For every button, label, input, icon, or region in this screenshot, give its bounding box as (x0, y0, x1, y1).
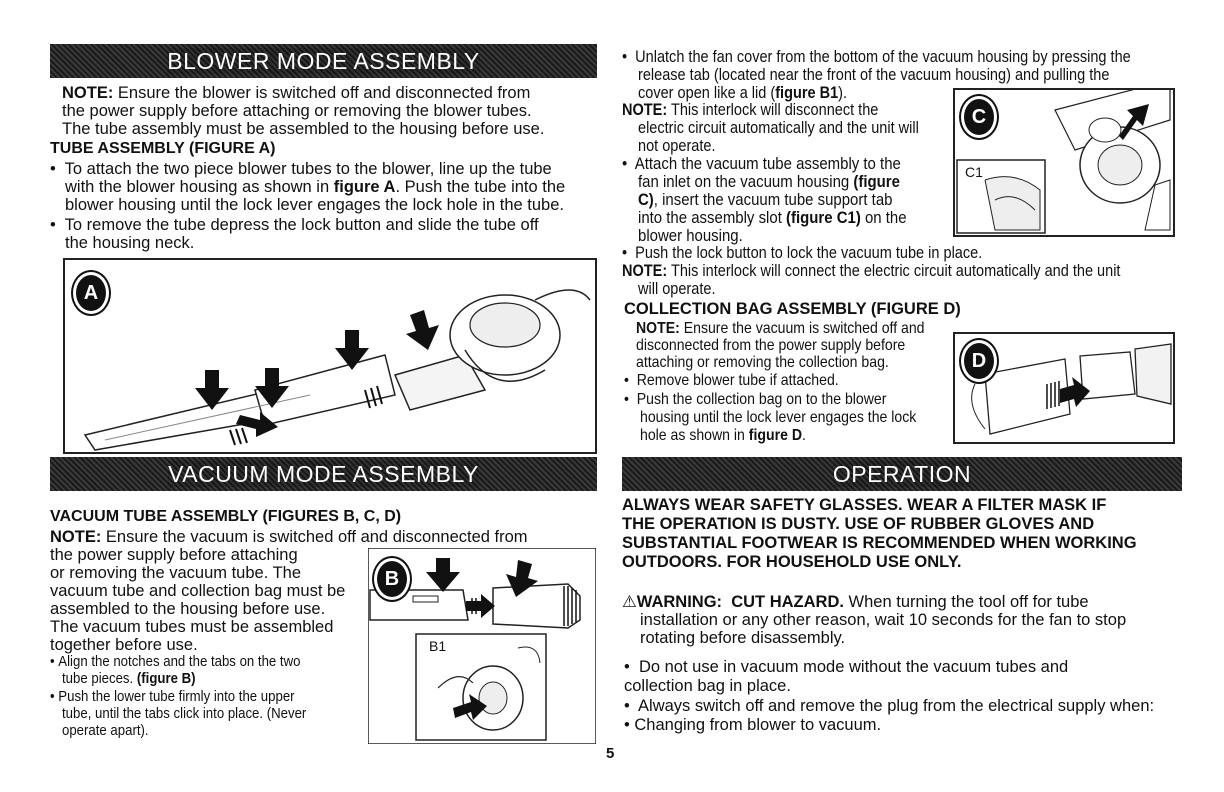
safety-line4: OUTDOORS. FOR HOUSEHOLD USE ONLY. (622, 553, 962, 571)
safety-line1: ALWAYS WEAR SAFETY GLASSES. WEAR A FILTE… (622, 496, 1107, 514)
blower-tube-illustration (83, 289, 591, 451)
lock-button-line: • Push the lock button to lock the vacuu… (622, 244, 983, 262)
page-number: 5 (606, 745, 615, 762)
vacuum-note-line2: the power supply before attaching (50, 546, 298, 564)
blower-note-line3: The tube assembly must be assembled to t… (62, 120, 545, 138)
figure-c-badge: C (961, 96, 997, 138)
vacuum-mode-title: VACUUM MODE ASSEMBLY (168, 461, 479, 487)
interlock-note1-line2: electric circuit automatically and the u… (638, 119, 919, 137)
bag-bullet2-line2: housing until the lock lever engages the… (640, 409, 917, 426)
interlock-note2-line1: NOTE: This interlock will connect the el… (622, 262, 1121, 280)
tube-bullet2-line1: • To remove the tube depress the lock bu… (50, 216, 539, 234)
vacuum-note-line7: together before use. (50, 636, 198, 654)
vacuum-mode-banner: VACUUM MODE ASSEMBLY (50, 457, 597, 491)
collection-bag-heading: COLLECTION BAG ASSEMBLY (FIGURE D) (624, 300, 961, 318)
warning-triangle-icon: ⚠ (622, 593, 637, 611)
bag-bullet2-line1: • Push the collection bag on to the blow… (624, 391, 887, 408)
vacuum-note-line3: or removing the vacuum tube. The (50, 564, 301, 582)
vacuum-housing-illustration (956, 90, 1171, 234)
blower-note-line2: the power supply before attaching or rem… (62, 102, 532, 120)
bag-note-line3: attaching or removing the collection bag… (636, 354, 889, 371)
figure-b-badge: B (374, 558, 410, 600)
op-bullet2: • Always switch off and remove the plug … (624, 697, 1155, 715)
tube-bullet1-line1: • To attach the two piece blower tubes t… (50, 160, 552, 178)
attach-line2: fan inlet on the vacuum housing (figure (638, 172, 900, 191)
interlock-note1-line3: not operate. (638, 137, 716, 155)
figure-c: C C1 (953, 88, 1175, 237)
tube-bullet1-line3: blower housing until the lock lever enga… (65, 196, 564, 214)
tube-bullet1-line2: with the blower housing as shown in figu… (65, 178, 566, 196)
safety-line2: THE OPERATION IS DUSTY. USE OF RUBBER GL… (622, 515, 1095, 533)
figure-d: D (953, 332, 1175, 444)
warning-line3: rotating before disassembly. (640, 629, 846, 647)
vacuum-bullet1-line2: tube pieces. (figure B) (62, 670, 196, 687)
tube-bullet2-line2: the housing neck. (65, 234, 195, 252)
op-bullet1-line2: collection bag in place. (624, 677, 791, 695)
op-bullet1-line1: • Do not use in vacuum mode without the … (624, 658, 1069, 676)
bag-note-line2: disconnected from the power supply befor… (636, 337, 906, 354)
operation-banner: OPERATION (622, 457, 1182, 491)
unlatch-line3: cover open like a lid (figure B1). (638, 84, 848, 102)
operation-title: OPERATION (832, 461, 972, 487)
bag-note-line1: NOTE: Ensure the vacuum is switched off … (636, 320, 925, 337)
figure-b1-label: B1 (426, 638, 450, 654)
vacuum-tube-heading: VACUUM TUBE ASSEMBLY (FIGURES B, C, D) (50, 508, 402, 525)
bag-bullet1: • Remove blower tube if attached. (624, 372, 839, 389)
collection-bag-illustration (971, 343, 1172, 435)
attach-line1: • Attach the vacuum tube assembly to the (622, 154, 901, 173)
vacuum-bullet1-line1: • Align the notches and the tabs on the … (50, 653, 301, 670)
attach-line5: blower housing. (638, 226, 743, 245)
blower-note-line1: NOTE: Ensure the blower is switched off … (62, 84, 531, 102)
figure-d-badge: D (961, 340, 997, 382)
vacuum-bullet2-line1: • Push the lower tube firmly into the up… (50, 688, 295, 705)
bag-bullet2-line3: hole as shown in figure D. (640, 427, 806, 444)
figure-b: B B1 (368, 548, 596, 744)
vacuum-note-line6: The vacuum tubes must be assembled (50, 618, 334, 636)
vacuum-bullet2-line2: tube, until the tabs click into place. (… (62, 705, 307, 722)
tube-assembly-heading: TUBE ASSEMBLY (FIGURE A) (50, 140, 276, 157)
unlatch-line1: • Unlatch the fan cover from the bottom … (622, 48, 1131, 66)
blower-mode-title: BLOWER MODE ASSEMBLY (167, 48, 480, 74)
vacuum-note-line4: vacuum tube and collection bag must be (50, 582, 346, 600)
attach-line3: C), insert the vacuum tube support tab (638, 190, 893, 209)
blower-mode-banner: BLOWER MODE ASSEMBLY (50, 44, 597, 78)
op-bullet3: • Changing from blower to vacuum. (624, 716, 882, 734)
unlatch-line2: release tab (located near the front of t… (638, 66, 1110, 84)
figure-a: A (63, 258, 597, 454)
attach-line4: into the assembly slot (figure C1) on th… (638, 208, 907, 227)
vacuum-bullet2-line3: operate apart). (62, 722, 149, 739)
figure-a-badge: A (73, 272, 109, 314)
vacuum-note-line5: assembled to the housing before use. (50, 600, 326, 618)
warning-line2: installation or any other reason, wait 1… (640, 611, 1127, 629)
interlock-note1-line1: NOTE: This interlock will disconnect the (622, 101, 879, 119)
figure-c1-label: C1 (963, 164, 985, 180)
interlock-note2-line2: will operate. (638, 280, 716, 298)
safety-line3: SUBSTANTIAL FOOTWEAR IS RECOMMENDED WHEN… (622, 534, 1137, 552)
vacuum-note-line1: NOTE: Ensure the vacuum is switched off … (50, 528, 528, 546)
warning-line1: ⚠WARNING: CUT HAZARD. When turning the t… (622, 593, 1089, 611)
